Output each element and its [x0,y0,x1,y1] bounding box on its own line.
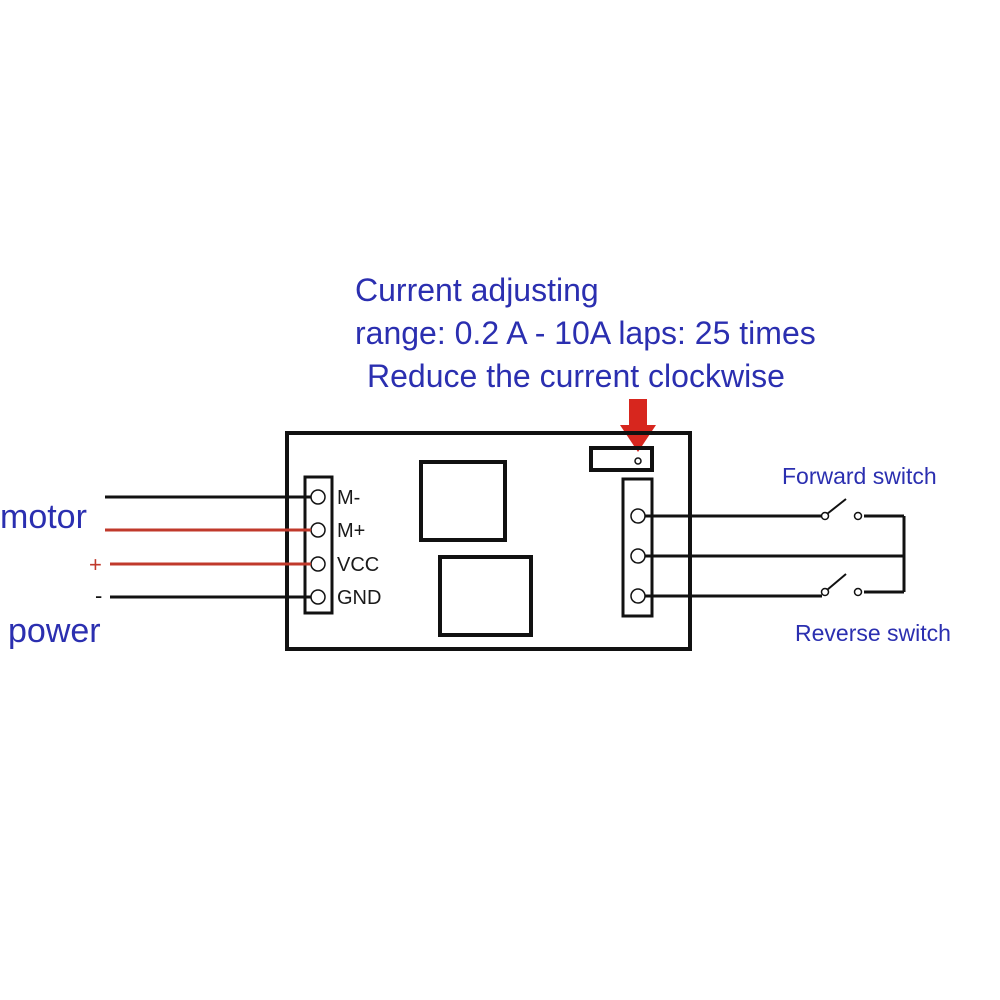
right-terminal-block [621,477,654,618]
annotation-line-3: Reduce the current clockwise [367,358,785,394]
chip-lower [438,555,533,637]
power-label: power [8,612,101,650]
potentiometer-screw-icon [634,457,642,465]
plus-label: + [89,552,102,577]
forward-switch-icon [820,498,863,521]
left-terminal-block [303,475,334,615]
terminal-gnd-icon [310,589,326,605]
terminal-reverse-icon [630,588,646,604]
terminal-forward-icon [630,508,646,524]
potentiometer [589,446,654,472]
pin-label-m-minus: M- [337,487,360,509]
red-arrow-icon [620,399,656,452]
pin-label-gnd: GND [337,587,381,609]
forward-switch-label: Forward switch [782,463,937,489]
pin-label-vcc: VCC [337,554,379,576]
motor-label: motor [0,498,87,536]
terminal-common-icon [630,548,646,564]
terminal-m-plus-icon [310,522,326,538]
annotation-line-1: Current adjusting [355,272,599,308]
minus-label: - [95,583,102,608]
reverse-switch-icon [820,573,863,597]
terminal-m-minus-icon [310,489,326,505]
terminal-vcc-icon [310,556,326,572]
reverse-switch-label: Reverse switch [795,620,951,646]
pin-label-m-plus: M+ [337,520,365,542]
switch-wiring [645,514,906,598]
chip-upper [419,460,507,542]
annotation-line-2: range: 0.2 A - 10A laps: 25 times [355,315,816,351]
module-board [285,431,692,651]
